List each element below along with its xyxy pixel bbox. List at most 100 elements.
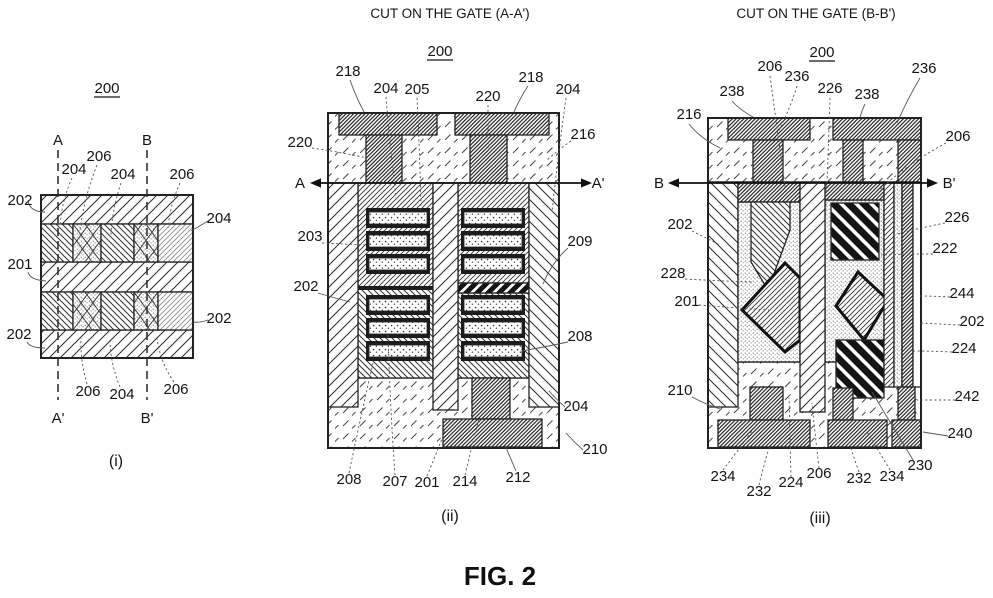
backside-via-234-right	[832, 387, 854, 421]
ref-numeral: 238	[719, 83, 744, 100]
via-236-right	[897, 139, 922, 183]
nanosheet	[366, 208, 430, 228]
ref-numeral: 244	[949, 285, 974, 302]
via-220-left	[365, 134, 403, 184]
crosshatch	[72, 291, 102, 331]
inner-spacer-228	[750, 201, 791, 292]
outer-box	[327, 112, 560, 449]
panel-caption: (iii)	[809, 510, 830, 527]
ref-numeral: 218	[518, 69, 543, 86]
ref-numeral: 228	[660, 265, 685, 282]
spacer-202-left	[707, 181, 739, 408]
ref-numeral: 238	[854, 86, 879, 103]
outer-box	[40, 194, 194, 359]
ref-numeral: 226	[944, 209, 969, 226]
ref-numeral: 214	[452, 473, 477, 490]
leader-lines	[684, 75, 961, 486]
ref-numeral: 204	[110, 166, 135, 183]
ref-numeral: 204	[206, 210, 231, 227]
nanosheet	[366, 318, 430, 338]
ref-numeral: 234	[710, 468, 735, 485]
ref-numeral: 206	[169, 166, 194, 183]
gate-row-1	[40, 223, 194, 263]
via-236-left	[752, 139, 784, 183]
ref-numeral: 226	[817, 80, 842, 97]
arrowhead-right	[927, 178, 938, 188]
nanosheet	[461, 295, 525, 315]
gate-block-204	[40, 291, 74, 331]
marker-a: A	[53, 132, 63, 149]
cap-layer-202-top	[40, 194, 194, 225]
marker-a-prime: A'	[592, 175, 605, 192]
ref-numeral: 224	[778, 474, 803, 491]
ref-numeral: 206	[75, 383, 100, 400]
cap-layer-202-bottom	[40, 329, 194, 359]
via-220-right	[469, 134, 508, 184]
ref-numeral: 240	[947, 425, 972, 442]
nanosheet-stack	[366, 208, 525, 361]
panel-title: CUT ON THE GATE (A-A')	[370, 6, 529, 21]
ref-numeral: 208	[336, 471, 361, 488]
ref-numeral: 242	[954, 388, 979, 405]
ref-numeral: 236	[911, 60, 936, 77]
panel-title: CUT ON THE GATE (B-B')	[736, 6, 895, 21]
ref-numeral: 209	[567, 233, 592, 250]
ref-numeral: 220	[475, 88, 500, 105]
ref-numeral: 232	[746, 483, 771, 500]
gate-pillar-206	[799, 181, 826, 413]
ref-numeral: 202	[6, 326, 31, 343]
spacer-204-right	[528, 182, 560, 408]
ref-numeral: 206	[806, 465, 831, 482]
liner-202-strip	[883, 181, 895, 388]
ref-numeral: 216	[676, 106, 701, 123]
ref-numeral: 210	[667, 382, 692, 399]
marker-b: B	[142, 132, 152, 149]
ref-numeral: 205	[404, 81, 429, 98]
nanosheet	[366, 231, 430, 251]
ref-numeral: 208	[567, 328, 592, 345]
arrowhead-left	[310, 178, 321, 188]
nanosheet	[366, 341, 430, 361]
gate-cap-206-right	[824, 181, 885, 201]
arrowhead-right	[581, 178, 592, 188]
ref-numeral: 236	[784, 68, 809, 85]
ref-numeral-200: 200	[809, 44, 834, 61]
ref-numeral: 202	[293, 278, 318, 295]
outer-box	[707, 117, 922, 449]
arrowhead-left	[668, 178, 679, 188]
ref-numeral: 206	[757, 58, 782, 75]
via-226-top	[842, 139, 864, 183]
nanosheet	[366, 254, 430, 274]
ref-numeral: 224	[951, 340, 976, 357]
marker-b-prime: B'	[943, 175, 956, 192]
backside-rail-232-left	[717, 419, 811, 448]
ref-numeral: 218	[335, 63, 360, 80]
marker-a-prime: A'	[52, 410, 65, 427]
ref-numeral: 230	[907, 457, 932, 474]
contact-222	[830, 202, 880, 261]
ref-numeral: 212	[505, 469, 530, 486]
marker-b: B	[654, 175, 664, 192]
ref-numeral: 206	[86, 148, 111, 165]
epitaxy-201-diamond	[739, 260, 802, 355]
ref-numeral: 202	[959, 313, 984, 330]
liner-244-strip	[912, 181, 922, 388]
backside-via-242	[897, 386, 916, 421]
backside-rail-212	[442, 418, 543, 448]
ref-numeral: 204	[555, 81, 580, 98]
backside-rail-232-right	[827, 419, 888, 448]
leader-lines	[26, 164, 209, 388]
backside-rail-240	[891, 419, 922, 448]
panel-ii-cross-section-aa: CUT ON THE GATE (A-A') 200	[287, 6, 607, 525]
gate-block-204-right	[157, 223, 194, 263]
gate-block-204	[100, 223, 135, 263]
gate-block-204	[100, 291, 135, 331]
metal-line-238-left	[727, 117, 811, 141]
leader-lines	[311, 79, 584, 477]
metal-line-238-right	[832, 117, 922, 141]
ref-numeral: 201	[414, 474, 439, 491]
ref-numeral: 210	[582, 441, 607, 458]
liner-226-strip	[893, 181, 903, 388]
